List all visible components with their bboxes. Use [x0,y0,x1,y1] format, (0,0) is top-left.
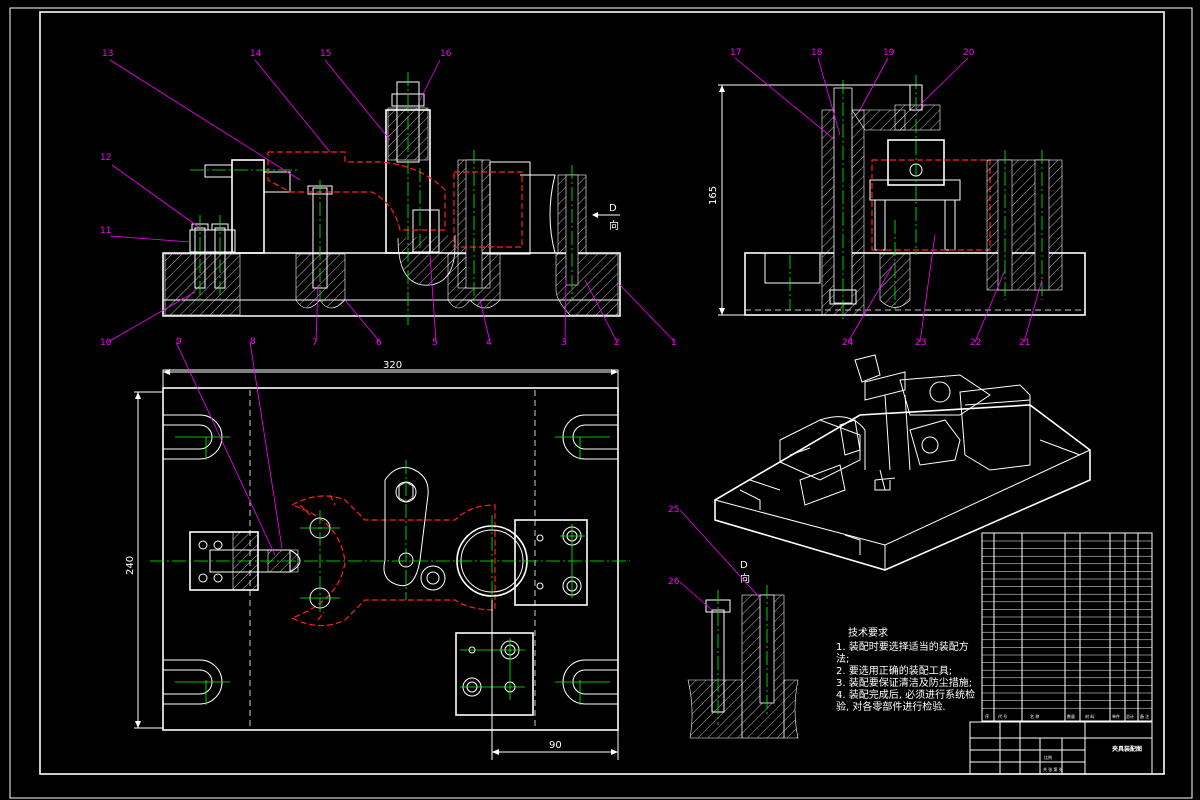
callout-24: 24 [842,338,854,348]
callout-15: 15 [320,49,331,59]
bom-header-note: 备 注 [1140,713,1149,719]
note-line-3: 2. 要选用正确的装配工具; [836,664,952,677]
notes-title: 技术要求 [848,626,888,639]
callout-18: 18 [811,48,823,58]
callout-20: 20 [963,48,975,58]
plan-view: 320 240 90 9 8 [125,337,630,760]
title-block: 序 代 号 名 称 数量 材 料 单件 总计 备 注 夹具装配图 比例 共 张 … [969,532,1153,775]
outer-border [9,7,1193,799]
callout-19: 19 [883,48,895,58]
callout-25: 25 [668,505,679,515]
side-view: 165 [708,75,1086,320]
callout-12: 12 [100,153,111,163]
callout-23: 23 [915,338,926,348]
inner-border [39,11,1165,775]
dim-plan-offset: 90 [549,740,562,751]
bom-header-no: 序 [985,713,989,719]
callout-10: 10 [100,338,112,348]
callout-1: 1 [671,338,677,348]
front-section-letter: D [609,203,617,214]
dim-plan-width: 320 [383,360,402,371]
drawing-title: 夹具装配图 [1112,745,1142,753]
callout-21: 21 [1019,338,1030,348]
front-view: D 向 [162,72,621,325]
bom-header-name: 名 称 [1030,713,1039,719]
callout-13: 13 [102,49,113,59]
callout-5: 5 [432,338,438,348]
note-line-6: 验, 对各零部件进行检验. [836,700,946,713]
callout-11: 11 [100,226,111,236]
dim-plan-height: 240 [125,556,136,575]
callout-4: 4 [486,338,492,348]
callout-2: 2 [614,338,620,348]
bom-header: 序 代 号 名 称 数量 材 料 单件 总计 备 注 [985,713,1149,719]
sheet-count-label: 共 张 第 张 [1043,766,1063,772]
callout-8: 8 [250,337,256,347]
callout-7: 7 [312,338,318,348]
front-leaders: 13 14 15 16 12 11 10 7 6 5 4 3 2 1 [100,49,677,348]
detail-title-letter: D [740,560,748,571]
bom-header-material: 材 料 [1085,713,1094,719]
isometric-view [714,354,1091,571]
callout-17: 17 [730,48,741,58]
callout-9: 9 [176,337,182,347]
detail-title-sub: 向 [740,572,750,585]
callout-14: 14 [250,49,262,59]
note-line-1: 1. 装配时要选择适当的装配方 [836,640,969,653]
bom-rows [982,540,1152,709]
note-line-5: 4. 装配完成后, 必须进行系统检 [836,688,975,701]
detail-d-view: D 向 25 26 [668,505,799,739]
technical-requirements: 技术要求 1. 装配时要选择适当的装配方 法; 2. 要选用正确的装配工具; 3… [836,626,975,713]
callout-3: 3 [561,338,567,348]
front-section-sub: 向 [609,219,619,232]
note-line-4: 3. 装配要保证清洁及防尘措施; [836,676,972,689]
bom-header-qty: 数量 [1067,713,1075,719]
bom-header-code: 代 号 [998,713,1007,719]
side-leaders: 17 18 19 20 24 23 22 21 [730,48,1043,348]
callout-22: 22 [970,338,981,348]
callout-6: 6 [376,338,382,348]
dim-side-height: 165 [708,186,719,205]
scale-label: 比例 [1044,754,1052,760]
bom-header-total: 总计 [1126,713,1134,719]
note-line-2: 法; [836,652,849,665]
callout-16: 16 [440,49,452,59]
callout-26: 26 [668,577,680,587]
bom-header-single: 单件 [1112,713,1120,719]
